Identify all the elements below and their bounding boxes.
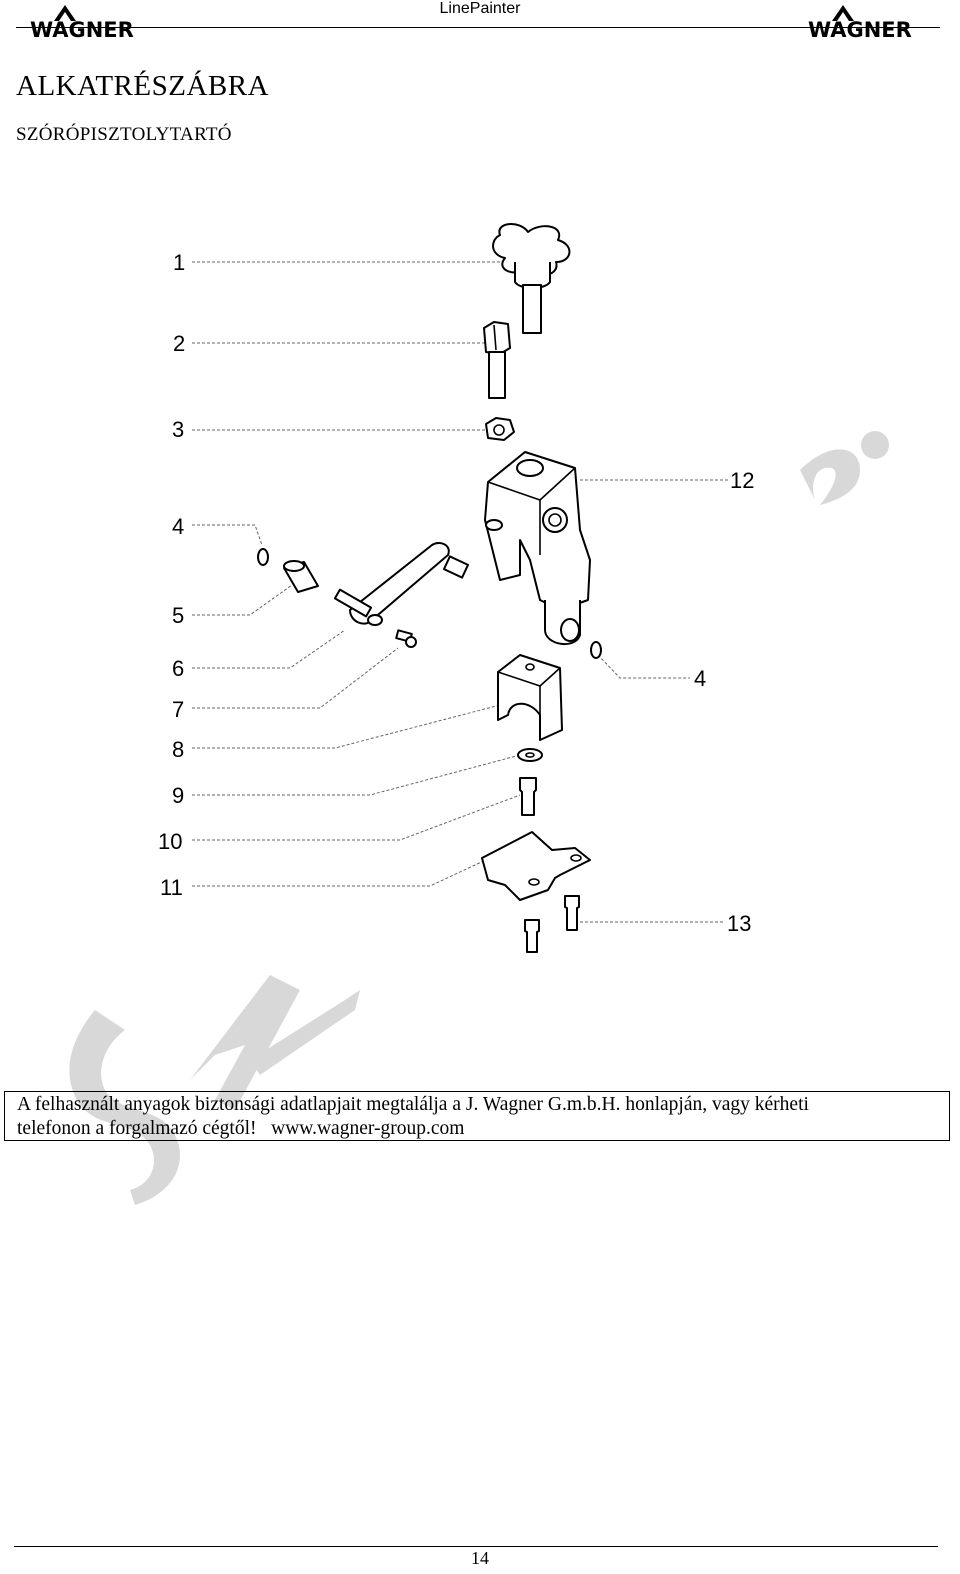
callout-5: 5	[172, 603, 184, 628]
exploded-parts-diagram: .ln { stroke:#000; stroke-width:1.6; fil…	[158, 223, 754, 953]
part-main-bracket	[484, 451, 591, 645]
callout-12: 12	[730, 468, 754, 493]
callout-10: 10	[158, 829, 182, 854]
safety-datasheet-notice: A felhasznált anyagok biztonsági adatlap…	[4, 1091, 950, 1141]
leader-lines	[192, 261, 730, 923]
part-o-ring	[257, 548, 602, 659]
callout-11: 11	[160, 875, 183, 900]
logo-peak-icon	[832, 5, 854, 21]
callout-3: 3	[172, 417, 184, 442]
logo-text: WAGNER	[808, 18, 912, 42]
part-screws	[524, 895, 580, 953]
callout-9: 9	[172, 783, 184, 808]
page-subheading: SZÓRÓPISZTOLYTARTÓ	[16, 124, 232, 145]
callout-numbers: 1 2 3 4 5 6 7 8 9 10 11 12 4 13	[158, 250, 754, 936]
callout-4-right: 4	[694, 666, 706, 691]
part-bracket-plate	[481, 831, 591, 901]
footer-rule	[14, 1546, 938, 1547]
part-clamp-block	[497, 654, 563, 741]
document-title: LinePainter	[439, 0, 521, 17]
part-hex-stud	[483, 321, 511, 399]
callout-8: 8	[172, 737, 184, 762]
callout-4: 4	[172, 514, 184, 539]
part-star-knob	[492, 223, 571, 334]
callout-13: 13	[727, 911, 751, 936]
part-washer	[517, 748, 543, 762]
part-lever-arm	[333, 542, 470, 626]
header-rule	[16, 27, 940, 28]
callout-6: 6	[172, 656, 184, 681]
callout-7: 7	[172, 697, 184, 722]
part-nut	[485, 417, 515, 441]
notice-line-2: telefonon a forgalmazó cégtől! www.wagne…	[17, 1118, 465, 1139]
callout-1: 1	[173, 250, 185, 275]
page-heading: ALKATRÉSZÁBRA	[16, 70, 270, 102]
part-bolt	[519, 777, 537, 816]
logo-text: WAGNER	[30, 18, 134, 42]
part-small-screw	[395, 629, 417, 648]
logo-peak-icon	[54, 5, 76, 21]
page-number: 14	[471, 1548, 489, 1568]
notice-line-1: A felhasznált anyagok biztonsági adatlap…	[17, 1094, 809, 1115]
callout-2: 2	[173, 331, 185, 356]
part-bushing	[283, 560, 319, 593]
